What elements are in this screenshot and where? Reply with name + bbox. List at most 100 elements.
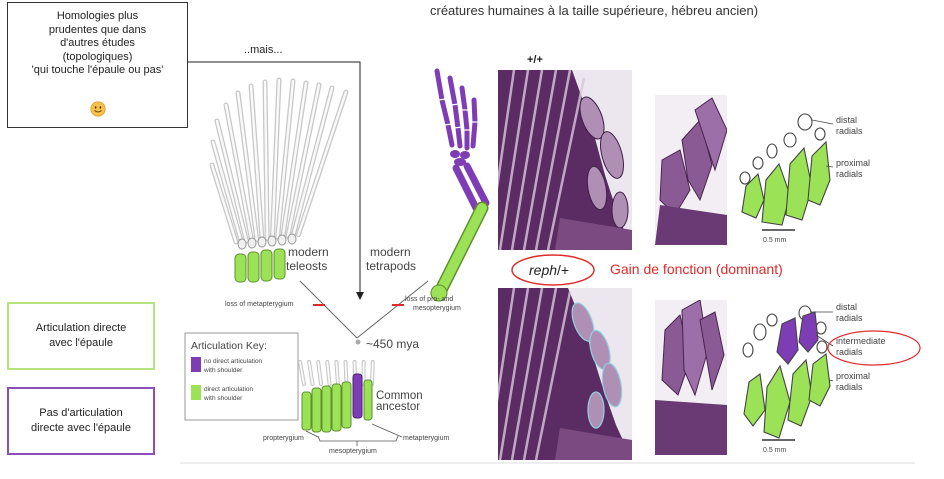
distal-radial — [238, 239, 246, 249]
legend-no-direct-line2: directe avec l'épaule — [31, 421, 131, 436]
distal-radial — [815, 128, 825, 140]
tetrapods-label-line2: tetrapods — [366, 259, 416, 273]
humerus-bone — [441, 208, 482, 290]
gain-of-function-note: Gain de fonction (dominant) — [610, 261, 783, 277]
carpal-bone — [450, 150, 460, 158]
wild-type-radials-diagram — [740, 114, 833, 230]
joint-mark — [438, 99, 446, 100]
distal-radial — [258, 237, 266, 247]
distal-radial — [767, 144, 777, 158]
top-proximal-label-line1: proximal — [836, 158, 870, 168]
slightly-smiling-face-icon — [90, 101, 106, 117]
distal-radial — [278, 235, 286, 245]
proximal-radial — [235, 254, 246, 282]
articulation-key: Articulation Key: no direct articulation… — [185, 333, 298, 420]
joint-mark — [454, 127, 462, 128]
key-direct-line1: direct articulation — [204, 386, 254, 393]
ancestor-radial-direct — [302, 392, 311, 430]
bottom-intermediate-label-line1: intermediate — [836, 336, 886, 346]
bottom-proximal-label-line1: proximal — [836, 371, 870, 381]
mesopterygium-bracket — [318, 436, 398, 446]
mutant-allele-suffix: /+ — [557, 262, 569, 278]
wild-type-label: +/+ — [527, 54, 543, 66]
top-proximal-label-line2: radials — [836, 169, 863, 179]
legend-no-direct-articulation: Pas d'articulation directe avec l'épaule — [7, 387, 155, 455]
ancestor-radial-direct — [322, 386, 331, 432]
mutant-gene-name: reph — [529, 262, 557, 278]
mutant-radials-photo — [655, 300, 727, 455]
left-eye — [95, 106, 97, 109]
distal-radial — [753, 157, 763, 169]
key-direct-line2: with shoulder — [203, 395, 243, 402]
distal-radial — [740, 172, 750, 184]
teleost-branch — [300, 281, 357, 338]
arrow-label: ..mais... — [244, 44, 283, 56]
note-line: Homologies plus — [8, 10, 187, 24]
key-swatch-no-direct — [191, 357, 201, 372]
proximal-radial — [808, 142, 830, 205]
note-line: prudentes que dans — [8, 24, 187, 38]
metapterygium-label: metapterygium — [403, 435, 449, 442]
proximal-radial — [809, 354, 830, 406]
mutant-radials-diagram — [743, 306, 833, 440]
ancestor-radial-direct — [312, 388, 321, 432]
divergence-tree — [300, 281, 428, 338]
photo-radial — [588, 392, 604, 428]
ancestor-radial-no-direct — [353, 374, 362, 418]
joint-mark — [451, 104, 459, 105]
proximal-radial — [274, 249, 285, 279]
distal-radial — [817, 341, 827, 353]
fin-ray — [298, 92, 346, 235]
fin-ray — [346, 362, 347, 384]
wild-type-radials-photo — [655, 95, 727, 245]
loss-pro-meso-label-line1: loss of pro- and — [405, 296, 453, 303]
distal-radial — [767, 314, 777, 326]
propterygium-label: propterygium — [263, 435, 304, 442]
distal-radial — [798, 114, 812, 130]
tetrapod-limb — [431, 71, 486, 301]
intermediate-radial — [777, 318, 798, 364]
top-distal-label-line2: radials — [836, 126, 863, 136]
bottom-distal-label-line1: distal — [836, 302, 857, 312]
bottom-intermediate-label-line2: radials — [836, 347, 863, 357]
distal-radial — [288, 234, 296, 244]
proximal-radial — [744, 374, 765, 426]
loss-metapterygium-label: loss of metapterygium — [225, 301, 294, 308]
key-no-direct-line1: no direct articulation — [204, 358, 263, 365]
photo-radial — [612, 192, 628, 228]
note-line: d'autres études — [8, 37, 187, 51]
fin-ray — [372, 362, 373, 384]
ancestor-label-line2: ancestor — [376, 401, 420, 413]
tetrapod-digits — [437, 71, 475, 148]
distal-radial — [743, 343, 753, 357]
right-eye — [100, 106, 102, 109]
note-line: 'qui touche l'épaule ou pas' — [8, 64, 187, 78]
distal-radial — [248, 238, 256, 248]
mutant-genotype-label: reph/+ — [529, 262, 569, 278]
metapterygium-pointer — [372, 424, 402, 437]
distal-radial — [268, 236, 276, 246]
legend-direct-line1: Articulation directe — [36, 321, 127, 336]
proximal-radial — [248, 252, 259, 282]
intermediate-radials — [777, 312, 818, 364]
tetrapod-humerus — [431, 208, 482, 301]
key-no-direct-line2: with shoulder — [203, 367, 243, 374]
legend-direct-line2: avec l'épaule — [49, 336, 113, 351]
teleosts-label-line1: modern — [288, 245, 329, 259]
note-line: (topologiques) — [8, 51, 187, 65]
ancestor-radial-direct — [364, 380, 372, 420]
tetrapods-label-line1: modern — [370, 245, 411, 259]
key-swatch-direct — [191, 385, 201, 400]
mutant-fin-photo — [488, 288, 632, 460]
teleost-proximal-radials — [235, 249, 285, 282]
pointer-arrowhead — [356, 292, 364, 300]
note-box: Homologies plus prudentes que dans d'aut… — [7, 2, 188, 128]
carpal-bone — [460, 151, 470, 159]
wild-type-fin-photo — [488, 70, 632, 250]
distal-radial — [754, 324, 766, 340]
proximal-radial — [764, 366, 790, 438]
ancestor-radial-direct — [332, 384, 341, 431]
proximal-radial — [762, 164, 790, 225]
distal-pointer — [812, 120, 833, 124]
